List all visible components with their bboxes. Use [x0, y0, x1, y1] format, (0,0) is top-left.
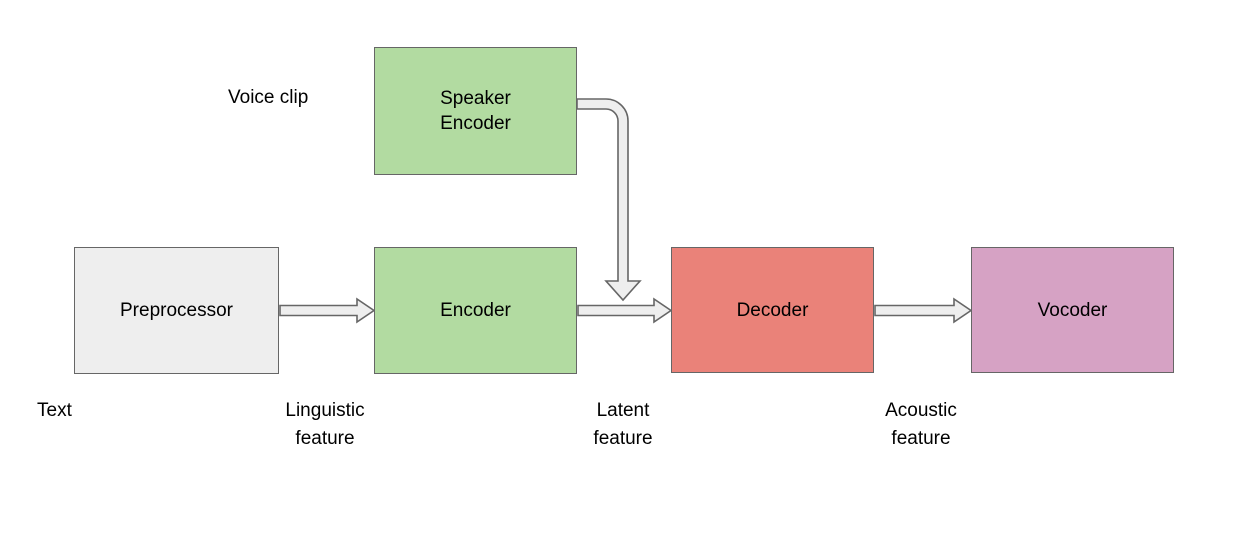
node-decoder-label: Decoder — [736, 299, 809, 321]
label-text: Text — [37, 400, 72, 421]
node-encoder[interactable]: Encoder — [374, 247, 577, 374]
label-latent-feature: Latent feature — [593, 400, 653, 449]
label-acoustic-feature: Acoustic feature — [885, 400, 957, 449]
node-decoder[interactable]: Decoder — [671, 247, 874, 373]
label-linguistic-feature: Linguistic feature — [285, 400, 365, 449]
node-speaker-encoder[interactable]: Speaker Encoder — [374, 47, 577, 175]
label-voice-clip: Voice clip — [228, 87, 309, 108]
node-vocoder-label: Vocoder — [1037, 299, 1108, 321]
node-preprocessor-label: Preprocessor — [120, 300, 233, 321]
node-speaker-encoder-label-line1: Speaker — [440, 88, 511, 109]
node-encoder-label: Encoder — [440, 300, 511, 321]
edge-decoder-to-vocoder — [874, 297, 973, 324]
node-vocoder[interactable]: Vocoder — [971, 247, 1174, 373]
edge-speaker-encoder-to-decoder-input — [576, 98, 642, 302]
node-speaker-encoder-label-line2: Encoder — [440, 113, 511, 134]
edge-preprocessor-to-encoder — [279, 297, 376, 324]
node-preprocessor[interactable]: Preprocessor — [74, 247, 279, 374]
edge-encoder-to-decoder — [577, 297, 673, 324]
